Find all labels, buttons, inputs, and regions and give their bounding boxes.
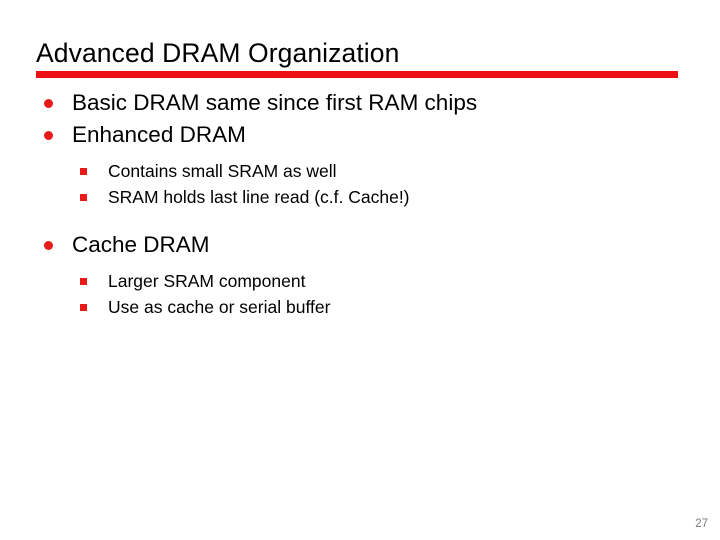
square-bullet-icon <box>80 194 87 201</box>
list-item-label: Basic DRAM same since first RAM chips <box>72 90 478 115</box>
round-bullet-icon <box>44 241 53 250</box>
list-item-label: SRAM holds last line read (c.f. Cache!) <box>108 187 410 207</box>
list-item: SRAM holds last line read (c.f. Cache!) <box>0 184 720 210</box>
list-item: Larger SRAM component <box>0 268 720 294</box>
list-item: Enhanced DRAM <box>0 120 720 150</box>
square-bullet-icon <box>80 168 87 175</box>
list-item: Use as cache or serial buffer <box>0 294 720 320</box>
list-item-label: Contains small SRAM as well <box>108 161 337 181</box>
list-item: Basic DRAM same since first RAM chips <box>0 88 720 118</box>
square-bullet-icon <box>80 304 87 311</box>
list-item-label: Cache DRAM <box>72 232 210 257</box>
slide-title-block: Advanced DRAM Organization <box>36 38 678 78</box>
list-item-label: Enhanced DRAM <box>72 122 246 147</box>
spacer <box>0 210 720 230</box>
list-item-label: Use as cache or serial buffer <box>108 297 331 317</box>
round-bullet-icon <box>44 99 53 108</box>
list-item: Cache DRAM <box>0 230 720 260</box>
round-bullet-icon <box>44 131 53 140</box>
square-bullet-icon <box>80 278 87 285</box>
title-underline-rule <box>36 71 678 78</box>
slide-page-number: 27 <box>695 518 708 530</box>
list-item-label: Larger SRAM component <box>108 271 306 291</box>
page-title: Advanced DRAM Organization <box>36 38 400 68</box>
slide-body-outline: Basic DRAM same since first RAM chips En… <box>0 88 720 320</box>
list-item: Contains small SRAM as well <box>0 158 720 184</box>
